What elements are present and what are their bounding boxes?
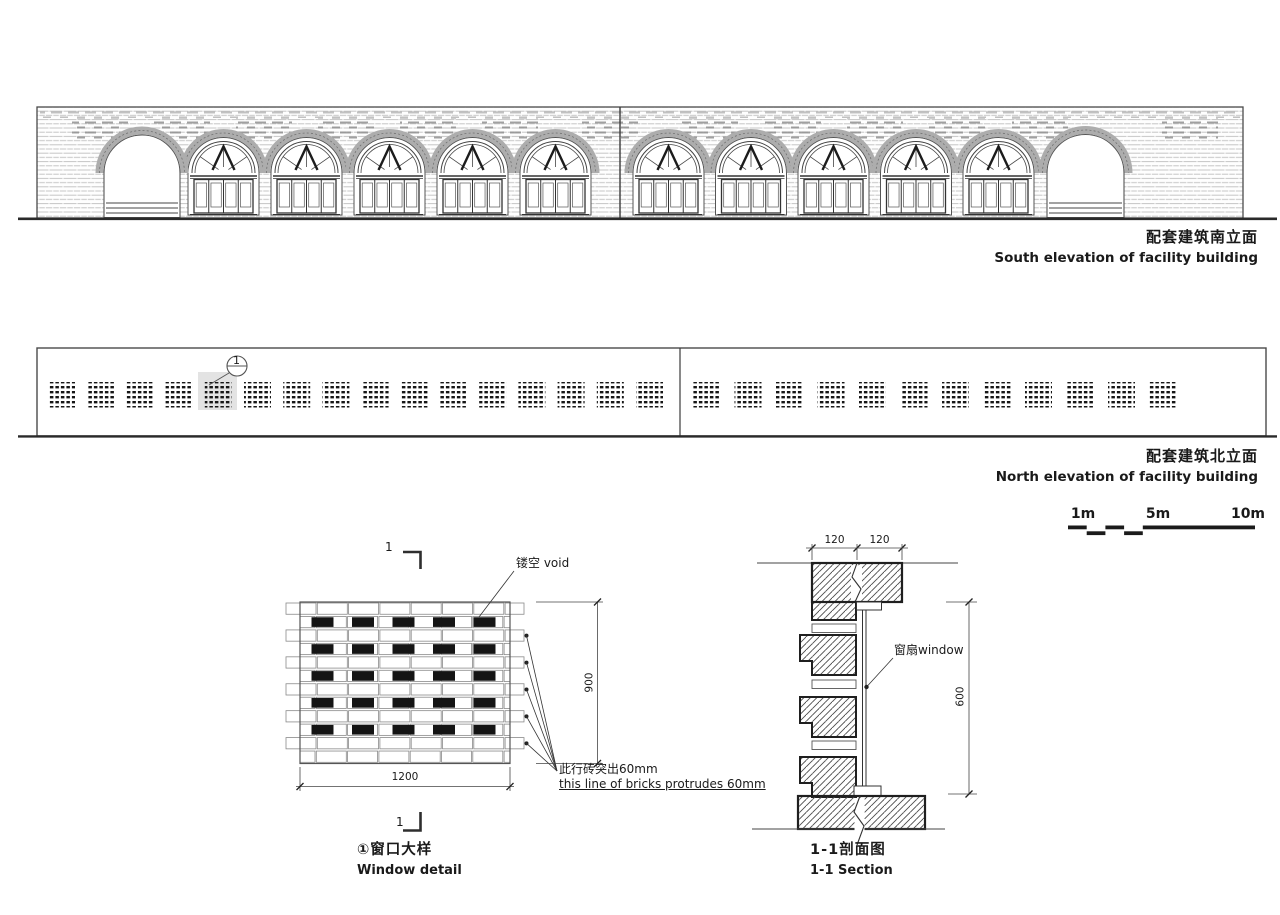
protrude-note-cn: 此行砖突出60mm	[559, 762, 658, 776]
north-elevation-title-cn: 配套建筑北立面	[1145, 447, 1258, 465]
window-detail-title-en: Window detail	[357, 863, 462, 878]
section-marker-1-bottom: 1	[396, 815, 404, 829]
south-elevation-title-cn: 配套建筑南立面	[1145, 228, 1258, 246]
dim-900: 900	[583, 672, 596, 693]
south-elevation-drawing	[18, 106, 1277, 221]
north-elevation-drawing	[18, 347, 1277, 438]
window-detail-title-cn: ①窗口大样	[357, 842, 433, 858]
window-detail-drawing	[285, 550, 603, 832]
scale-label-1m: 1m	[1070, 506, 1096, 522]
section-title-en: 1-1 Section	[810, 863, 893, 878]
section-drawing	[752, 544, 977, 846]
south-elevation-title-en: South elevation of facility building	[994, 250, 1258, 266]
dim-600: 600	[954, 686, 967, 707]
section-title-cn: 1-1剖面图	[810, 842, 886, 858]
scale-label-5m: 5m	[1145, 506, 1171, 522]
dim-1200: 1200	[391, 771, 419, 783]
section-marker-1-top: 1	[385, 540, 393, 554]
north-elevation-title-en: North elevation of facility building	[995, 469, 1258, 485]
void-label: 镂空 void	[516, 556, 570, 570]
scale-label-10m: 10m	[1230, 506, 1266, 522]
dim-120-left: 120	[824, 534, 845, 546]
scale-bar-graphic	[1068, 525, 1255, 536]
dim-120-right: 120	[869, 534, 890, 546]
protrude-note-en: this line of bricks protrudes 60mm	[559, 777, 766, 791]
detail-callout-number: 1	[233, 354, 240, 367]
window-sash-label: 窗扇window	[894, 643, 964, 657]
